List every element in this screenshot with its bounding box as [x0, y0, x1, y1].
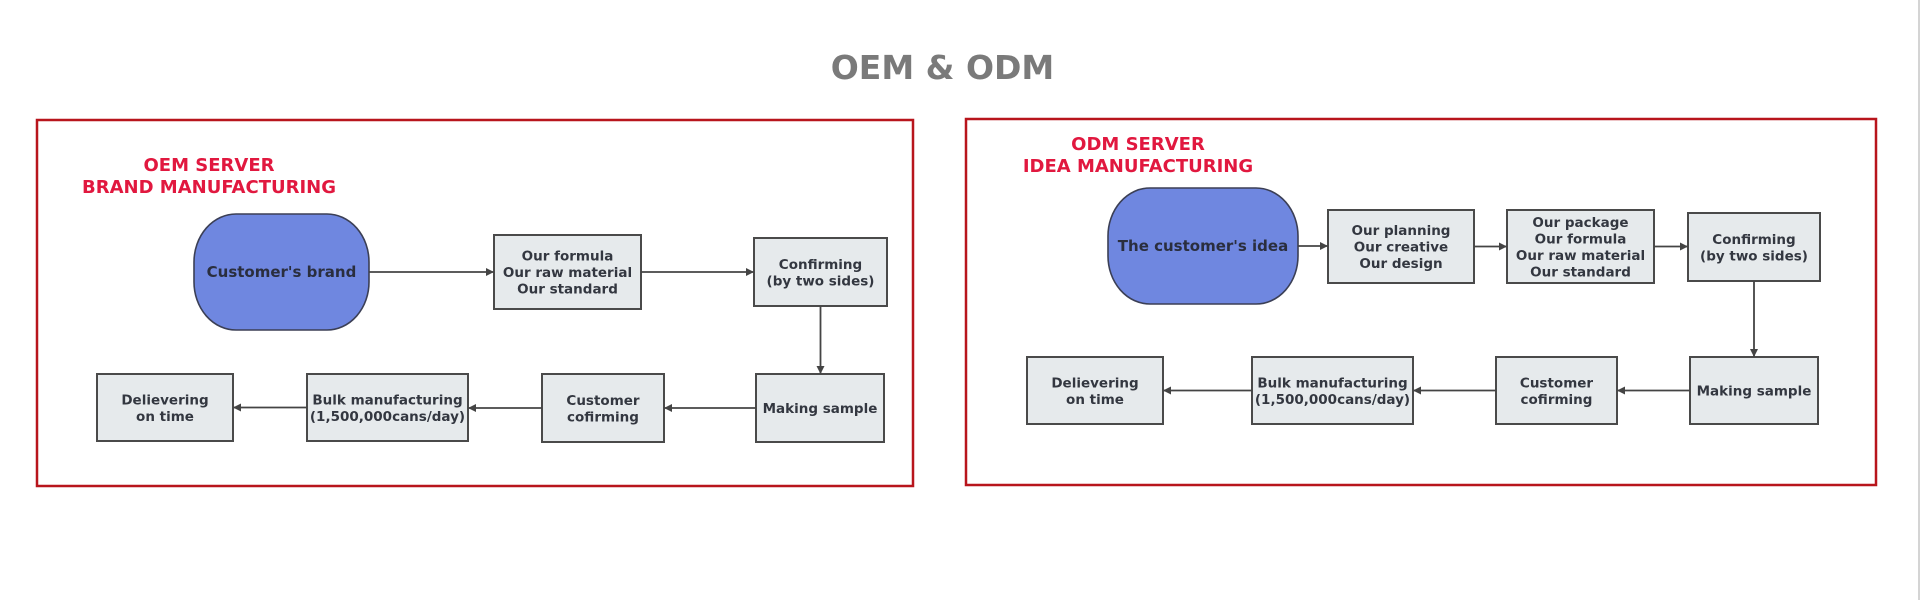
node-label-line: Confirming	[779, 257, 862, 273]
node-label-line: Making sample	[763, 401, 878, 417]
oem-node-bulk-manufacturing[interactable]: Bulk manufacturing(1,500,000cans/day)	[306, 373, 469, 442]
node-label-line: Customer	[1520, 375, 1594, 391]
window-edge-divider	[1918, 0, 1920, 600]
node-label-line: Confirming	[1712, 232, 1795, 248]
node-label-line: cofirming	[567, 409, 639, 425]
process-box-shape	[755, 373, 885, 443]
oem-heading-line: BRAND MANUFACTURING	[82, 177, 336, 198]
node-label-line: Making sample	[1697, 384, 1812, 400]
node-label: The customer's idea	[1118, 237, 1288, 255]
node-label-line: Bulk manufacturing	[1257, 375, 1407, 391]
node-label-line: on time	[1066, 392, 1124, 408]
node-label-line: The customer's idea	[1118, 237, 1288, 255]
node-label-line: (by two sides)	[1700, 248, 1808, 264]
node-label-line: (1,500,000cans/day)	[310, 409, 465, 425]
node-label: Bulk manufacturing(1,500,000cans/day)	[1255, 375, 1410, 408]
process-box-shape	[1506, 209, 1655, 284]
node-label-line: Delievering	[1051, 375, 1138, 391]
node-label-line: Our formula	[522, 249, 614, 265]
node-label-line: Our standard	[517, 282, 618, 298]
node-label-line: Bulk manufacturing	[312, 392, 462, 408]
node-label-line: Our standard	[1530, 264, 1631, 280]
node-label-line: Customer's brand	[207, 263, 357, 281]
odm-node-customers-idea[interactable]: The customer's idea	[1107, 187, 1299, 305]
page-title: OEM & ODM	[830, 48, 1055, 87]
node-label-line: Our planning	[1352, 223, 1451, 239]
node-label-line: (by two sides)	[767, 273, 875, 289]
process-box-shape	[96, 373, 234, 442]
odm-heading-line: IDEA MANUFACTURING	[1023, 156, 1253, 177]
process-box-shape	[1026, 356, 1164, 425]
node-label-line: Our raw material	[503, 265, 632, 281]
node-label: Confirming(by two sides)	[1700, 232, 1808, 265]
node-label: Confirming(by two sides)	[767, 257, 875, 290]
process-box-shape	[1687, 212, 1821, 282]
node-label-line: Our formula	[1535, 231, 1627, 247]
node-label-line: Customer	[566, 393, 640, 409]
node-label-line: Delievering	[121, 392, 208, 408]
process-box-shape	[1251, 356, 1414, 425]
odm-node-making-sample[interactable]: Making sample	[1689, 356, 1819, 425]
node-label: Customer's brand	[207, 263, 357, 281]
oem-node-confirming[interactable]: Confirming(by two sides)	[753, 237, 888, 307]
odm-node-bulk-manufacturing[interactable]: Bulk manufacturing(1,500,000cans/day)	[1251, 356, 1414, 425]
node-label: Making sample	[763, 401, 878, 417]
oem-heading-line: OEM SERVER	[144, 155, 275, 176]
oem-node-making-sample[interactable]: Making sample	[755, 373, 885, 443]
odm-heading-line: ODM SERVER	[1071, 134, 1205, 155]
odm-node-confirming[interactable]: Confirming(by two sides)	[1687, 212, 1821, 282]
node-label: Bulk manufacturing(1,500,000cans/day)	[310, 392, 465, 425]
node-label-line: Our creative	[1354, 240, 1448, 256]
process-box-shape	[1495, 356, 1618, 425]
node-label-line: on time	[136, 409, 194, 425]
node-label-line: (1,500,000cans/day)	[1255, 392, 1410, 408]
node-label-line: Our package	[1532, 215, 1628, 231]
node-label: Making sample	[1697, 384, 1812, 400]
oem-node-customers-brand[interactable]: Customer's brand	[193, 213, 370, 331]
node-label-line: cofirming	[1521, 392, 1593, 408]
node-label-line: Our design	[1359, 256, 1442, 272]
process-box-shape	[1327, 209, 1475, 284]
node-label-line: Our raw material	[1516, 248, 1645, 264]
